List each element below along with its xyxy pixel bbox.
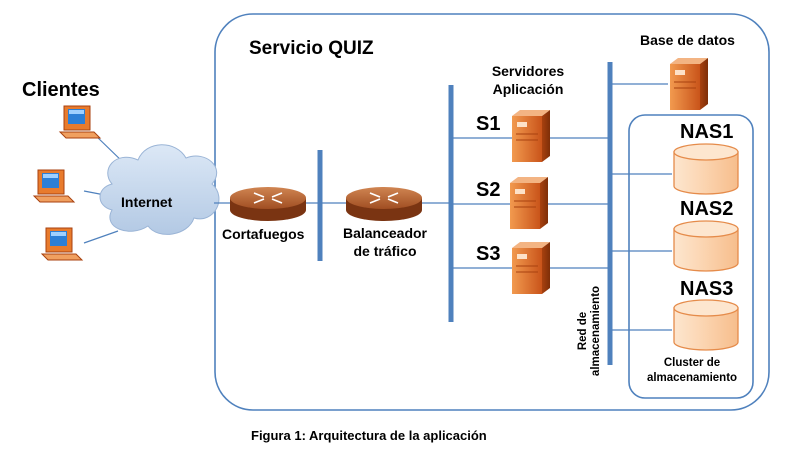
server-label-s2: S2 — [476, 179, 501, 201]
service-title: Servicio QUIZ — [249, 38, 374, 59]
nas1-cylinder-icon — [673, 143, 739, 195]
firewall-router-icon — [229, 186, 307, 222]
server-icon-s2 — [509, 176, 549, 230]
storage-network-label-line2: almacenamiento — [590, 285, 602, 377]
nas2-label: NAS2 — [680, 198, 734, 220]
servers-label-line1: Servidores — [491, 63, 565, 79]
server-label-s3: S3 — [476, 243, 501, 265]
internet-label: Internet — [121, 194, 173, 210]
quiz-service-boundary — [214, 13, 770, 411]
nas1-label: NAS1 — [680, 121, 734, 143]
server-icon-s3 — [511, 241, 551, 295]
figure-caption: Figura 1: Arquitectura de la aplicación — [251, 428, 487, 443]
nas3-cylinder-icon — [673, 299, 739, 351]
balancer-label: Balanceador de tráfico — [340, 224, 430, 260]
server-label-s1: S1 — [476, 113, 501, 135]
client-pc-icon-2 — [33, 169, 75, 203]
balancer-label-line1: Balanceador — [342, 225, 428, 241]
storage-network-label-line1: Red de — [577, 311, 589, 351]
client-pc-icon-1 — [59, 105, 101, 139]
server-icon-s1 — [511, 109, 551, 163]
cluster-label: Cluster de almacenamiento — [636, 356, 748, 386]
servers-label-line2: Aplicación — [492, 81, 564, 97]
cluster-label-line1: Cluster de — [663, 357, 721, 369]
internet-cloud — [99, 144, 220, 235]
cluster-label-line2: almacenamiento — [646, 372, 738, 384]
clients-label: Clientes — [22, 79, 100, 101]
balancer-label-line2: de tráfico — [353, 243, 417, 259]
firewall-label: Cortafuegos — [222, 226, 305, 242]
database-label: Base de datos — [640, 32, 735, 48]
nas3-label: NAS3 — [680, 278, 734, 300]
servers-label: Servidores Aplicación — [478, 62, 578, 98]
client-pc-icon-3 — [41, 227, 83, 261]
database-server-icon — [669, 57, 709, 111]
nas2-cylinder-icon — [673, 220, 739, 272]
storage-network-label: Red de almacenamiento — [577, 271, 603, 391]
balancer-router-icon — [345, 186, 423, 222]
storage-cluster-boundary — [628, 114, 754, 399]
